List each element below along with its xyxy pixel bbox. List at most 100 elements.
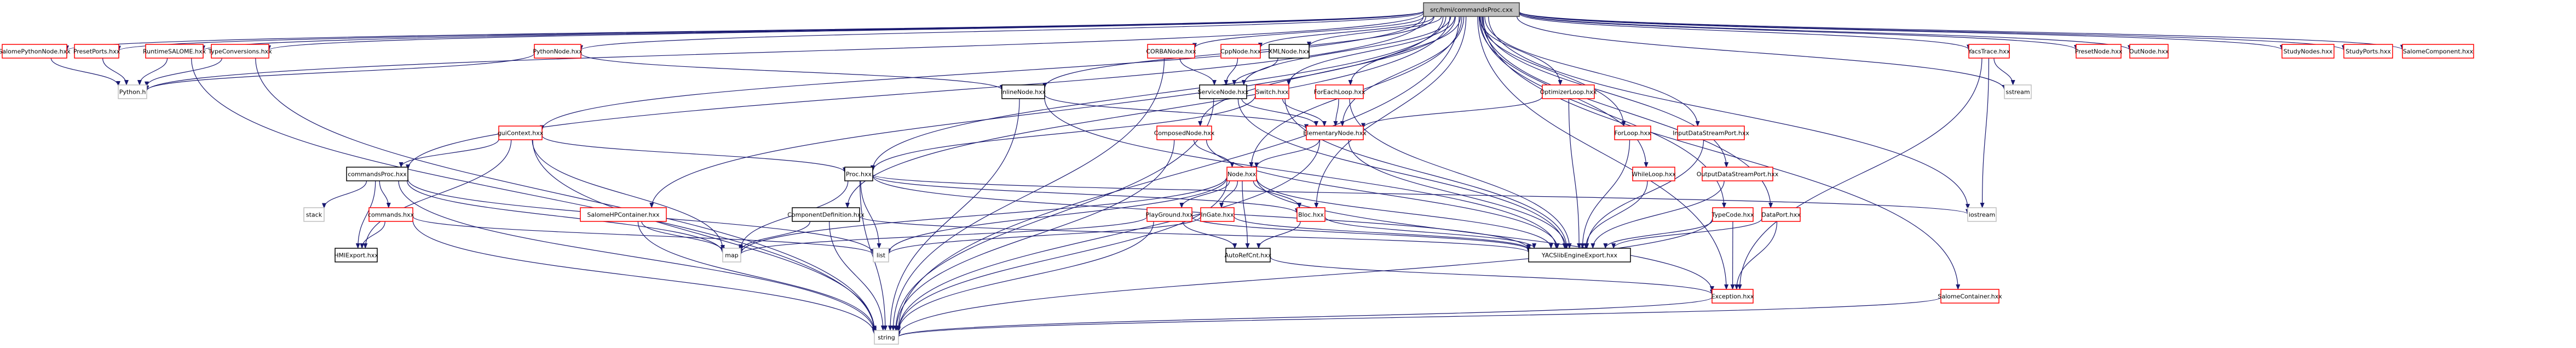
node-hmiexport[interactable]: HMIExport.hxx — [334, 248, 378, 263]
node-label: CppNode.hxx — [1220, 48, 1261, 55]
node-label: commandsProc.hxx — [348, 171, 407, 178]
node-while-loop[interactable]: WhileLoop.hxx — [1632, 167, 1676, 181]
edge-runtime-salome-to-python-h — [137, 58, 168, 85]
edge-switch-to-proc-h — [871, 95, 1256, 172]
node-label: SalomeComponent.hxx — [2403, 48, 2474, 55]
node-box — [1711, 289, 1754, 304]
node-box — [1528, 248, 1631, 263]
node-gui-context[interactable]: guiContext.hxx — [498, 125, 544, 140]
node-proc-h[interactable]: Proc.hxx — [844, 167, 873, 181]
node-optimizer-loop[interactable]: OptimizerLoop.hxx — [1540, 84, 1597, 99]
node-label: StudyNodes.hxx — [2284, 48, 2333, 55]
edge-gui-context-to-string — [532, 139, 877, 332]
edge-runtime-salome-to-string — [191, 58, 877, 333]
node-box — [145, 44, 204, 59]
edge-root-to-salome-python-node — [65, 10, 1424, 51]
node-label: StudyPorts.hxx — [2346, 48, 2391, 55]
node-xmlnode[interactable]: XMLNode.hxx — [1269, 44, 1310, 59]
edge-root-to-proc-h — [871, 16, 1447, 171]
node-box — [2281, 44, 2335, 59]
edge-play-ground-to-yacslib-engine-export — [1191, 216, 1531, 251]
node-root[interactable]: src/hmi/commandsProc.cxx — [1423, 2, 1520, 17]
edge-root-to-python-h — [145, 12, 1424, 92]
node-label: RuntimeSALOME.hxx — [143, 48, 206, 55]
node-label: src/hmi/commandsProc.cxx — [1430, 7, 1513, 14]
edge-salome-hpcontainer-to-string — [637, 221, 877, 333]
node-box — [368, 207, 413, 222]
edge-inline-node-to-yacslib-engine-export — [1044, 98, 1559, 249]
edge-root-to-preset-node — [1519, 12, 2078, 50]
edge-data-port-to-exception — [1734, 221, 1778, 290]
edge-python-node-to-inline-node — [580, 53, 1004, 91]
node-python-node[interactable]: PythonNode.hxx — [533, 44, 583, 59]
node-label: SalomeHPContainer.hxx — [587, 212, 660, 219]
node-box — [2402, 44, 2474, 59]
edge-root-to-corbanode — [1192, 16, 1424, 49]
edge-elementary-node-to-string — [896, 139, 1321, 333]
edge-root-to-salome-hpcontainer — [649, 16, 1444, 208]
node-commands-proc-h[interactable]: commandsProc.hxx — [346, 167, 408, 181]
edge-root-to-study-ports — [1519, 12, 2346, 51]
node-runtime-salome[interactable]: RuntimeSALOME.hxx — [143, 44, 206, 59]
edge-input-data-stream-port-to-yacslib-engine-export — [1584, 139, 1704, 249]
node-for-loop[interactable]: ForLoop.hxx — [1614, 125, 1651, 140]
node-salome-hpcontainer[interactable]: SalomeHPContainer.hxx — [580, 207, 667, 222]
node-box — [1296, 207, 1326, 222]
node-exception[interactable]: Exception.hxx — [1711, 289, 1754, 304]
edge-root-to-elementary-node — [1340, 16, 1465, 127]
node-node-h[interactable]: Node.hxx — [1226, 167, 1257, 181]
edge-node-h-to-in-gate — [1219, 180, 1238, 208]
node-elementary-node[interactable]: ElementaryNode.hxx — [1303, 125, 1367, 140]
node-salome-python-node[interactable]: SalomePythonNode.hxx — [0, 44, 71, 59]
edge-in-gate-to-list — [886, 216, 1201, 255]
edges-layer — [50, 10, 2405, 338]
node-label: TypeConversions.hxx — [208, 48, 272, 55]
node-in-gate[interactable]: InGate.hxx — [1200, 207, 1235, 222]
node-type-conversions[interactable]: TypeConversions.hxx — [208, 44, 272, 59]
edge-component-definition-to-map — [739, 221, 811, 252]
node-study-nodes[interactable]: StudyNodes.hxx — [2281, 44, 2335, 59]
node-data-port[interactable]: DataPort.hxx — [1761, 207, 1801, 222]
edge-for-each-loop-to-elementary-node — [1333, 98, 1339, 127]
edge-inline-node-to-elementary-node — [1044, 94, 1309, 130]
node-yacs-trace[interactable]: YacsTrace.hxx — [1968, 44, 2010, 59]
edge-component-definition-to-yacslib-engine-export — [859, 216, 1531, 253]
node-commands-h[interactable]: commands.hxx — [368, 207, 414, 222]
node-box — [1001, 84, 1045, 99]
node-service-node[interactable]: ServiceNode.hxx — [1198, 84, 1249, 99]
node-play-ground[interactable]: PlayGround.hxx — [1146, 207, 1194, 222]
node-salome-container[interactable]: SalomeContainer.hxx — [1938, 289, 2002, 304]
node-label: OptimizerLoop.hxx — [1540, 89, 1597, 96]
edge-proc-h-to-iostream — [872, 174, 1970, 215]
node-switch[interactable]: Switch.hxx — [1255, 84, 1289, 99]
edge-switch-to-yacslib-engine-export — [1284, 98, 1569, 249]
node-yacslib-engine-export[interactable]: YACSlibEngineExport.hxx — [1528, 248, 1631, 263]
node-study-ports[interactable]: StudyPorts.hxx — [2343, 44, 2393, 59]
edge-root-to-optimizer-loop — [1479, 16, 1563, 85]
node-cpp-node[interactable]: CppNode.hxx — [1220, 44, 1261, 59]
node-label: InGate.hxx — [1201, 212, 1234, 219]
node-corbanode[interactable]: CORBANode.hxx — [1146, 44, 1196, 59]
edge-root-to-exception — [1477, 16, 1729, 290]
node-out-node[interactable]: OutNode.hxx — [2129, 44, 2169, 59]
node-for-each-loop[interactable]: ForEachLoop.hxx — [1314, 84, 1365, 99]
node-type-code[interactable]: TypeCode.hxx — [1711, 207, 1754, 222]
edge-component-definition-to-string — [829, 221, 885, 331]
node-component-definition[interactable]: ComponentDefinition.hxx — [787, 207, 865, 222]
node-output-data-stream-port[interactable]: OutputDataStreamPort.hxx — [1697, 167, 1779, 181]
edge-root-to-python-node — [579, 11, 1424, 51]
node-label: CORBANode.hxx — [1146, 48, 1196, 55]
node-bloc[interactable]: Bloc.hxx — [1296, 207, 1326, 222]
node-input-data-stream-port[interactable]: InputDataStreamPort.hxx — [1673, 125, 1749, 140]
node-label: SalomePythonNode.hxx — [0, 48, 71, 55]
node-box — [2129, 44, 2169, 59]
edge-root-to-sstream — [1517, 16, 2007, 90]
node-preset-node[interactable]: PresetNode.hxx — [2075, 44, 2123, 59]
node-label: ComponentDefinition.hxx — [787, 212, 865, 219]
node-preset-ports[interactable]: PresetPorts.hxx — [73, 44, 120, 59]
node-inline-node[interactable]: InlineNode.hxx — [1001, 84, 1046, 99]
node-auto-ref-cnt[interactable]: AutoRefCnt.hxx — [1225, 248, 1272, 263]
edge-play-ground-to-string — [896, 221, 1154, 333]
node-composed-node[interactable]: ComposedNode.hxx — [1154, 125, 1215, 140]
node-salome-component[interactable]: SalomeComponent.hxx — [2402, 44, 2474, 59]
